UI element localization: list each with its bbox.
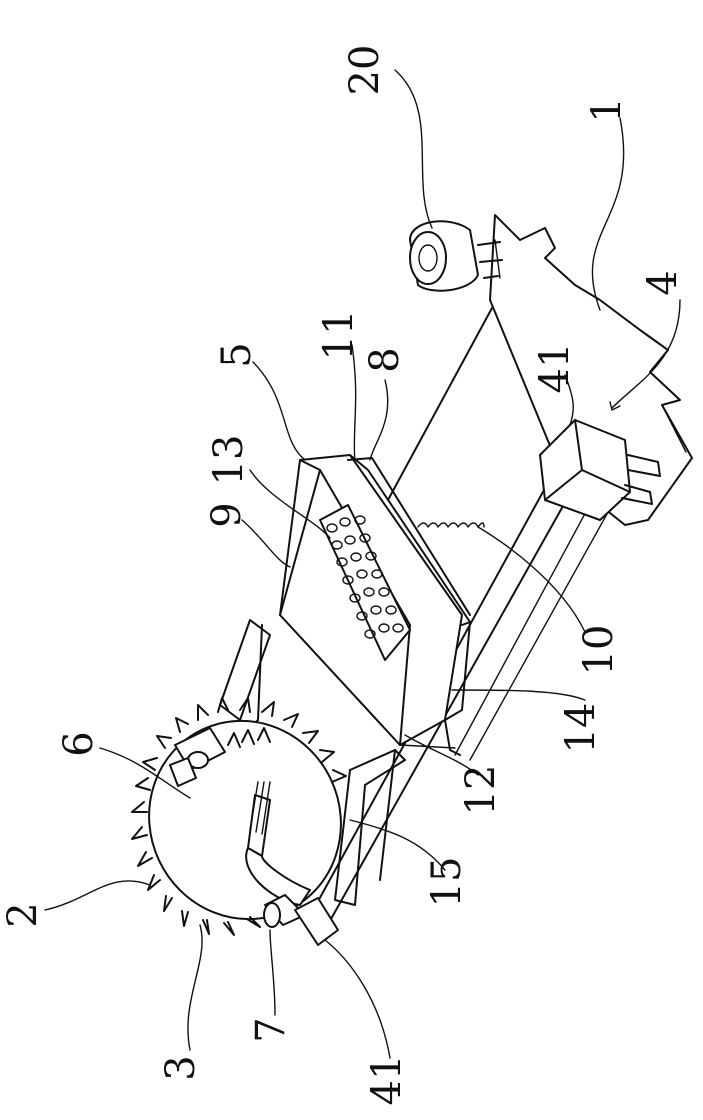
label-8: 8 bbox=[362, 347, 408, 372]
label-9: 9 bbox=[204, 502, 250, 527]
label-2: 2 bbox=[0, 902, 46, 927]
spring bbox=[418, 523, 484, 527]
screen-box bbox=[280, 455, 470, 745]
label-10: 10 bbox=[576, 625, 622, 676]
connector-line bbox=[388, 308, 492, 500]
label-41-bottom: 41 bbox=[364, 1055, 410, 1106]
label-3: 3 bbox=[158, 1055, 204, 1080]
label-41-top: 41 bbox=[532, 343, 578, 394]
label-7: 7 bbox=[248, 1017, 294, 1042]
label-20: 20 bbox=[342, 45, 388, 96]
label-1: 1 bbox=[584, 97, 630, 122]
label-11: 11 bbox=[316, 310, 362, 361]
label-15: 15 bbox=[424, 857, 470, 908]
cylinder-mount bbox=[410, 221, 502, 290]
motor-block-top bbox=[540, 420, 660, 520]
label-6: 6 bbox=[56, 731, 102, 756]
label-4: 4 bbox=[640, 270, 686, 295]
label-12: 12 bbox=[458, 765, 504, 816]
label-13: 13 bbox=[206, 435, 252, 486]
label-14: 14 bbox=[558, 703, 604, 754]
label-5: 5 bbox=[214, 342, 260, 367]
